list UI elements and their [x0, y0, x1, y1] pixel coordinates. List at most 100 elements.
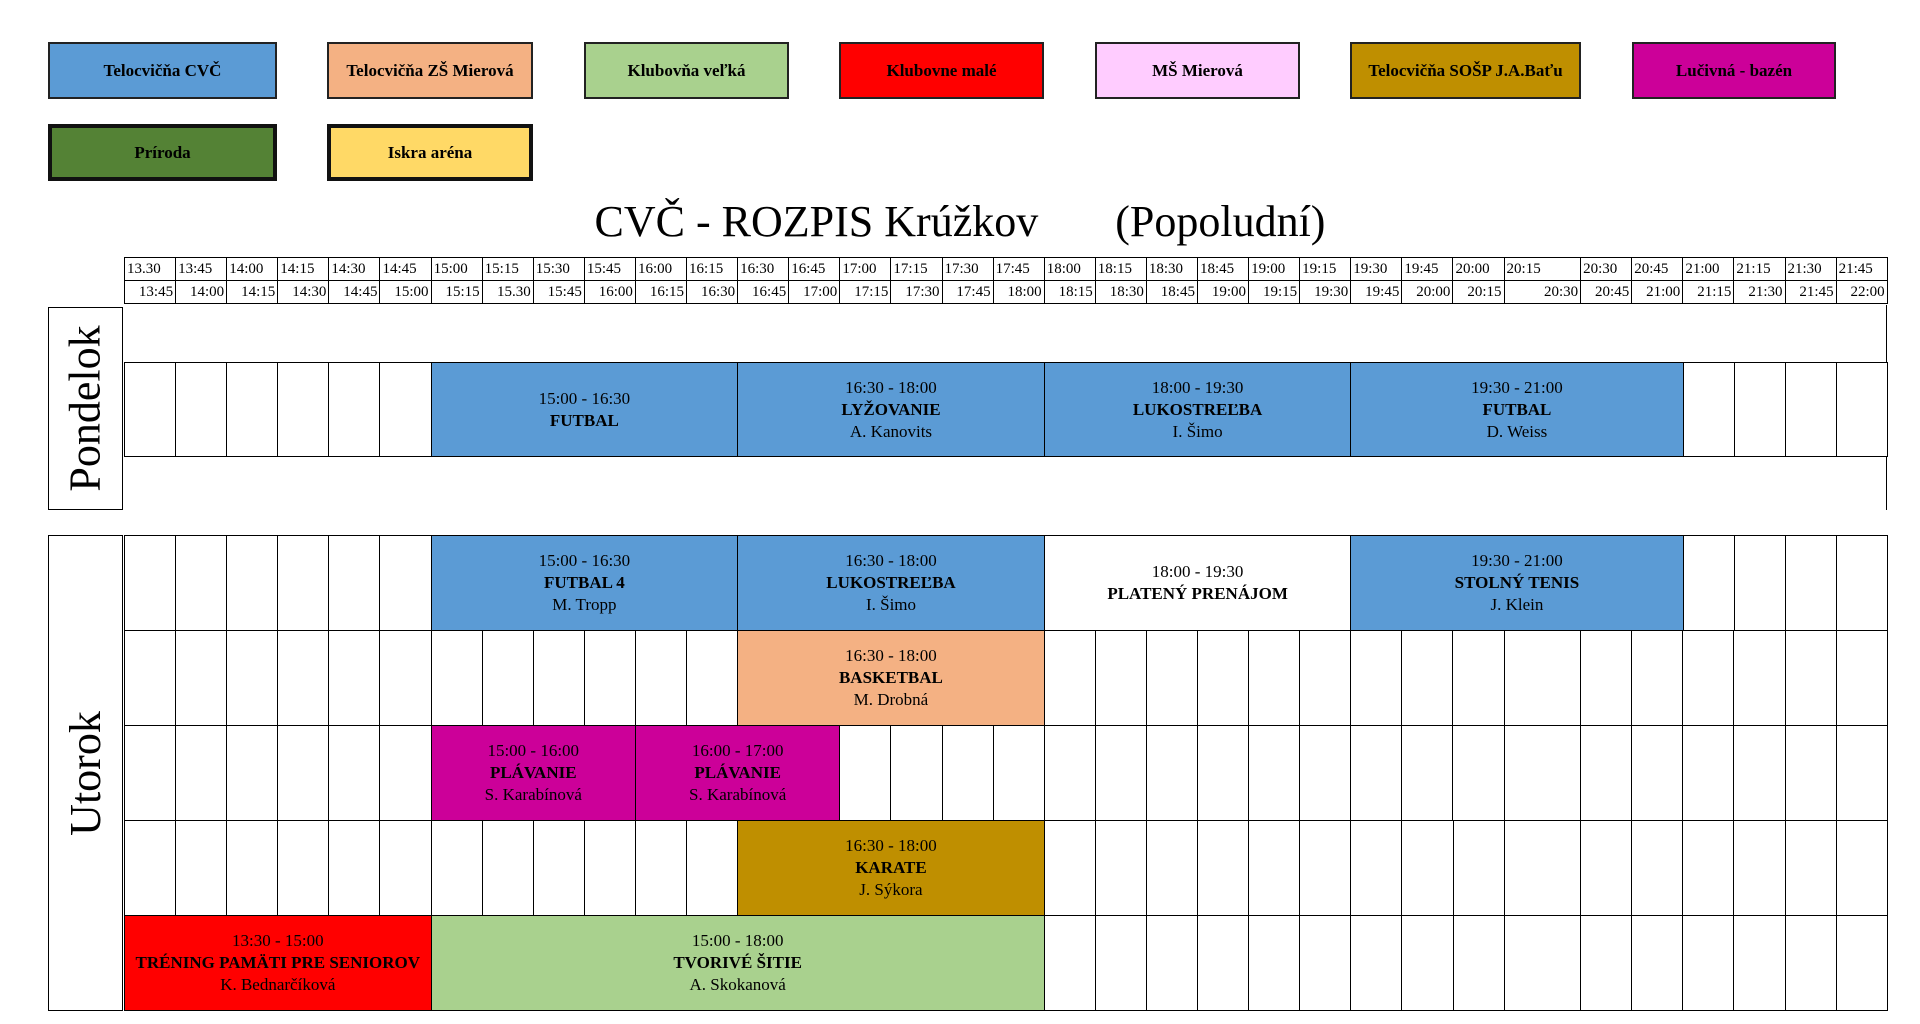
time-end-cell: 20:15 — [1452, 280, 1505, 304]
empty-cell — [1401, 630, 1454, 726]
time-start-cell: 14:30 — [328, 257, 381, 281]
empty-cell — [583, 820, 636, 916]
empty-cell — [123, 362, 177, 457]
empty-cell — [277, 535, 330, 631]
event-leader: S. Karabínová — [689, 785, 787, 804]
empty-cell — [226, 820, 279, 916]
empty-cell — [1299, 630, 1352, 726]
event-leader: S. Karabínová — [484, 785, 582, 804]
time-start-cell: 20:00 — [1452, 257, 1505, 281]
empty-cell — [1145, 630, 1199, 726]
empty-cell — [328, 362, 381, 457]
empty-cell — [1784, 725, 1837, 821]
empty-cell — [1452, 915, 1505, 1011]
event-leader: J. Klein — [1490, 595, 1544, 614]
empty-cell — [123, 725, 177, 821]
event-time: 16:30 - 18:00 — [845, 377, 937, 397]
legend-item-sosp: Telocvičňa SOŠP J.A.Baťu — [1350, 42, 1581, 99]
empty-cell — [1094, 915, 1147, 1011]
empty-cell — [277, 362, 330, 457]
event-leader: M. Tropp — [552, 595, 617, 614]
empty-cell — [1733, 820, 1786, 916]
event-name: PLÁVANIE — [489, 763, 577, 782]
time-start-cell: 21:00 — [1682, 257, 1735, 281]
blank-strip — [124, 305, 1887, 362]
empty-cell — [277, 820, 330, 916]
event-leader: A. Skokanová — [689, 975, 786, 994]
time-end-cell: 21:15 — [1682, 280, 1735, 304]
time-end-cell: 21:30 — [1733, 280, 1786, 304]
empty-cell — [1299, 915, 1352, 1011]
legend-item-kv: Klubovňa veľká — [584, 42, 789, 99]
empty-cell — [1733, 725, 1786, 821]
time-start-cell: 15:45 — [583, 257, 636, 281]
empty-cell — [1043, 915, 1096, 1011]
time-start-cell: 17:30 — [941, 257, 994, 281]
empty-cell — [1784, 820, 1837, 916]
empty-cell — [1580, 725, 1633, 821]
empty-cell — [1835, 362, 1888, 457]
empty-cell — [1733, 915, 1786, 1011]
event-time: 15:00 - 18:00 — [691, 931, 784, 950]
empty-cell — [1043, 630, 1096, 726]
event-name: PLATENÝ PRENÁJOM — [1107, 584, 1288, 603]
empty-cell — [634, 630, 688, 726]
time-start-cell: 16:45 — [788, 257, 841, 281]
empty-cell — [1401, 725, 1454, 821]
empty-cell — [175, 535, 228, 631]
event-time: 19:30 - 21:00 — [1471, 551, 1563, 570]
empty-cell — [1784, 362, 1837, 457]
empty-cell — [1733, 362, 1786, 457]
time-start-cell: 17:45 — [992, 257, 1045, 281]
time-start-cell: 14:15 — [277, 257, 330, 281]
empty-cell — [1503, 725, 1582, 821]
legend-item-pri: Príroda — [48, 124, 277, 181]
empty-cell — [1248, 725, 1301, 821]
time-end-cell: 18:15 — [1043, 280, 1096, 304]
event-name: FUTBAL 4 — [543, 573, 625, 592]
event-leader: J. Sýkora — [859, 880, 923, 899]
empty-cell — [634, 820, 688, 916]
empty-cell — [1043, 725, 1096, 821]
empty-cell — [1631, 630, 1684, 726]
empty-cell — [1733, 630, 1786, 726]
empty-cell — [1452, 630, 1505, 726]
empty-cell — [1350, 630, 1403, 726]
empty-cell — [532, 820, 585, 916]
time-start-cell: 18:15 — [1094, 257, 1147, 281]
empty-cell — [1350, 725, 1403, 821]
event-name: TRÉNING PAMÄTI PRE SENIOROV — [135, 953, 421, 972]
event-name: KARATE — [855, 858, 927, 877]
empty-cell — [277, 725, 330, 821]
empty-cell — [1350, 915, 1403, 1011]
empty-cell — [839, 725, 892, 821]
empty-cell — [1580, 630, 1633, 726]
event-leader: I. Šimo — [865, 595, 917, 614]
time-end-cell: 14:15 — [226, 280, 279, 304]
empty-cell — [328, 820, 381, 916]
empty-cell — [1401, 820, 1454, 916]
empty-cell — [277, 630, 330, 726]
event-leader: D. Weiss — [1486, 421, 1548, 441]
empty-cell — [1580, 915, 1633, 1011]
empty-cell — [1835, 630, 1888, 726]
